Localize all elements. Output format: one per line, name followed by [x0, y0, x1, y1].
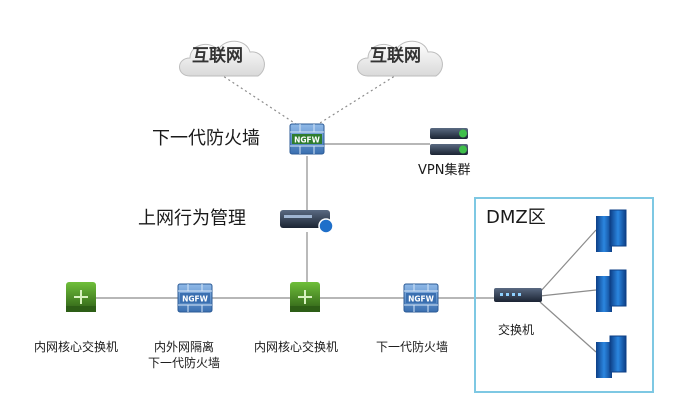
dotted-link-cloud-left [219, 73, 303, 129]
dmz-switch-label: 交换机 [498, 323, 535, 337]
server-icon [596, 269, 627, 312]
cloud-icon [357, 40, 443, 77]
switch-icon [494, 288, 542, 302]
link-switch-server-3 [539, 301, 597, 353]
behavior-management-icon [280, 210, 334, 234]
top-firewall-label: 下一代防火墙 [152, 128, 260, 149]
vpn-cluster-label: VPN集群 [418, 163, 471, 178]
cloud-icon [179, 40, 265, 77]
link-switch-server-1 [539, 229, 597, 293]
firewall-badge: NGFW [408, 295, 435, 304]
core-switch-icon [290, 282, 320, 312]
server-icon [596, 335, 627, 378]
isolation-firewall-label-line2: 下一代防火墙 [148, 356, 221, 370]
firewall-icon: NGFW [177, 283, 213, 313]
isolation-firewall-label-line1: 内外网隔离 [154, 340, 215, 354]
firewall-icon: NGFW [403, 283, 439, 313]
server-icon [596, 209, 627, 252]
vpn-server-icon [430, 128, 468, 155]
dmz-zone-frame [474, 197, 654, 393]
cloud-label-left: 互联网 [192, 46, 243, 66]
behavior-management-label: 上网行为管理 [138, 208, 246, 229]
core-switch-icon [66, 282, 96, 312]
cloud-label-right: 互联网 [370, 46, 421, 66]
core-switch-center-label: 内网核心交换机 [254, 340, 339, 354]
core-switch-left-label: 内网核心交换机 [34, 340, 119, 354]
firewall-icon: NGFW [289, 123, 325, 155]
link-switch-server-2 [539, 289, 597, 297]
firewall-badge: NGFW [182, 295, 209, 304]
dmz-title: DMZ区 [486, 207, 546, 228]
dotted-link-cloud-right [311, 73, 399, 129]
right-firewall-label: 下一代防火墙 [376, 340, 449, 354]
firewall-badge: NGFW [294, 136, 321, 145]
